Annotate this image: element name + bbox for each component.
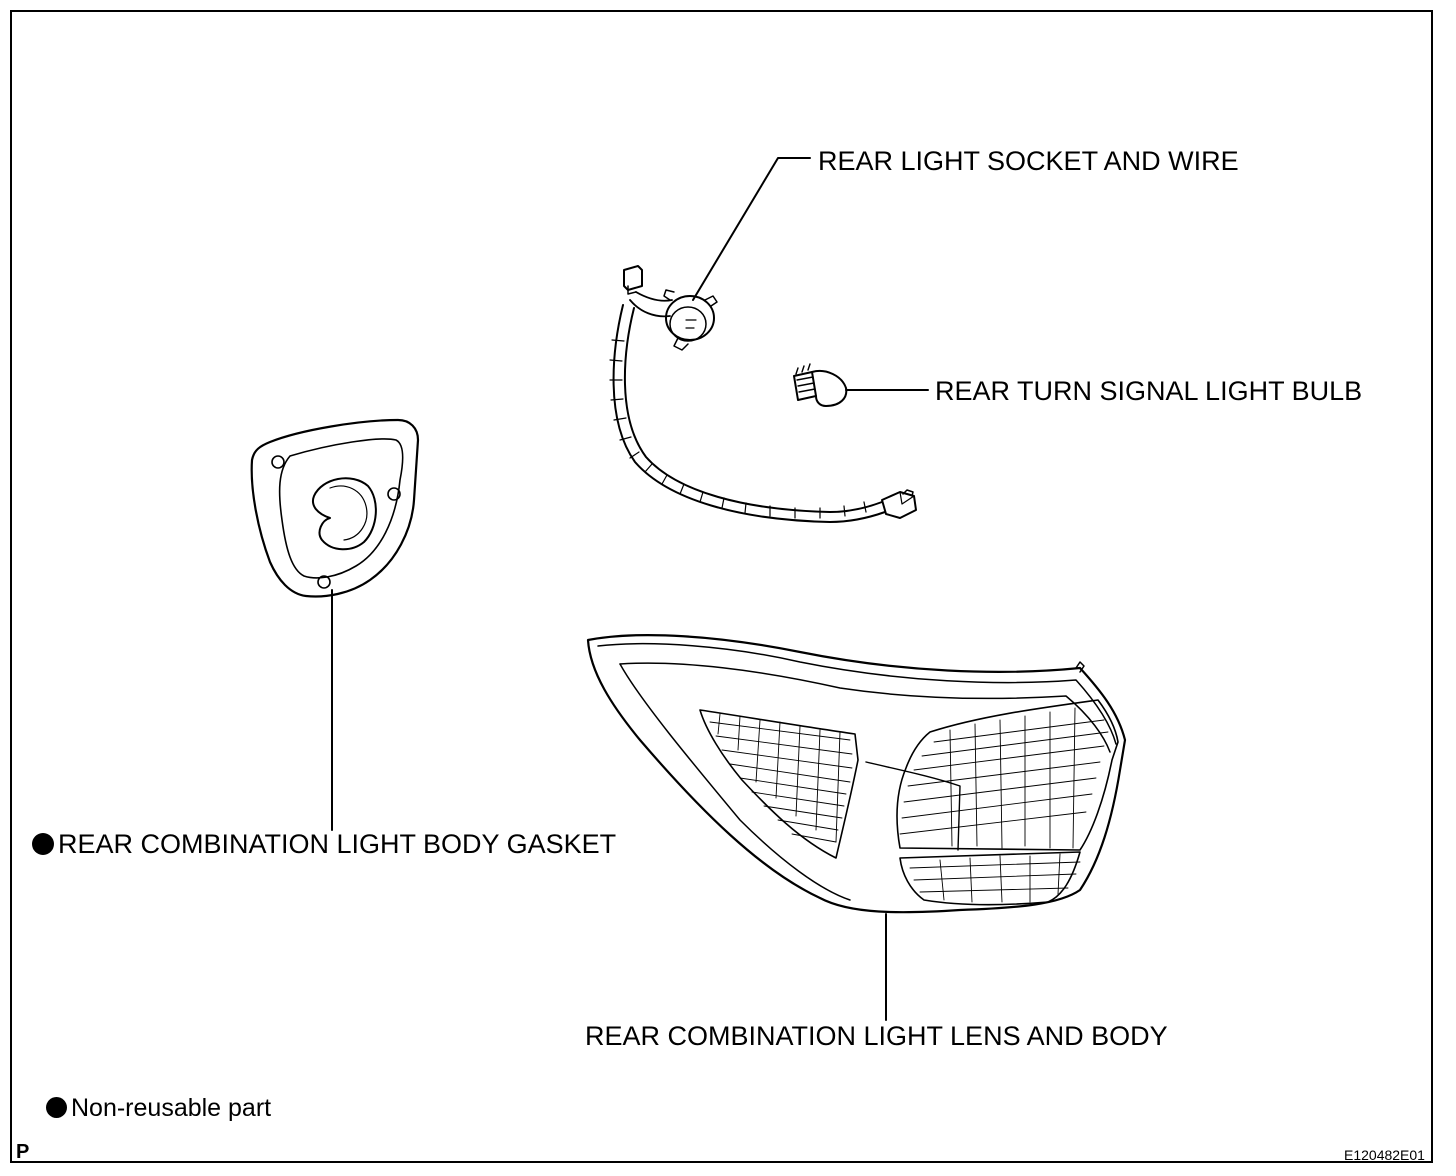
- footer-p-mark: P: [16, 1141, 30, 1163]
- gasket-label: REAR COMBINATION LIGHT BODY GASKET: [58, 829, 617, 859]
- bulb-label: REAR TURN SIGNAL LIGHT BULB: [935, 376, 1363, 406]
- legend-non-reusable-text: Non-reusable part: [71, 1094, 272, 1122]
- figure-id: E120482E01: [1344, 1147, 1425, 1163]
- legend-row: Non-reusable part: [46, 1093, 271, 1123]
- non-reusable-marker-icon: [46, 1097, 67, 1118]
- socket-and-wire-drawing: [609, 157, 917, 523]
- bulb-drawing: [793, 363, 929, 407]
- lens-and-body-drawing: [586, 634, 1127, 1021]
- lens-and-body-label: REAR COMBINATION LIGHT LENS AND BODY: [585, 1021, 1168, 1051]
- gasket-label-row: REAR COMBINATION LIGHT BODY GASKET: [32, 829, 616, 859]
- gasket-drawing: [250, 418, 420, 831]
- diagram-frame: [10, 10, 1433, 1163]
- non-reusable-marker-icon: [32, 833, 54, 855]
- socket-and-wire-label: REAR LIGHT SOCKET AND WIRE: [818, 146, 1239, 176]
